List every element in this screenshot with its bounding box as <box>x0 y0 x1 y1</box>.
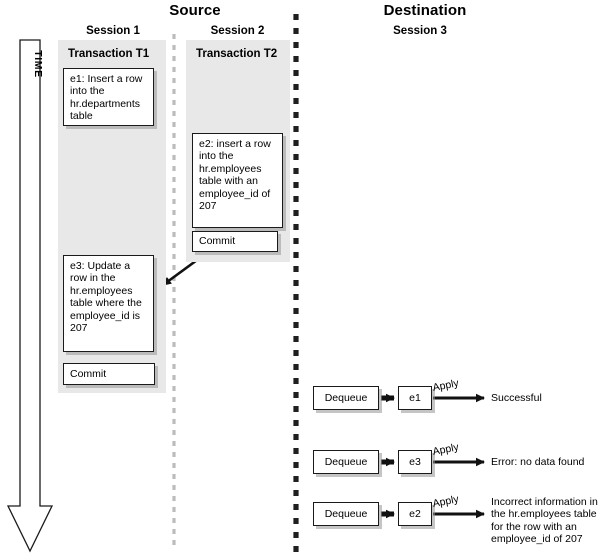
apply-event-box-e3: e3 <box>398 450 432 474</box>
dequeue-box-3: Dequeue <box>313 502 379 526</box>
time-arrow-icon <box>6 39 54 553</box>
time-axis: TIME <box>8 38 50 554</box>
outcome-text-1: Successful <box>491 392 542 404</box>
apply-event-box-e2: e2 <box>398 502 432 526</box>
destination-heading: Destination <box>383 2 467 19</box>
time-axis-label: TIME <box>32 50 44 78</box>
session-3-heading: Session 3 <box>393 25 447 37</box>
dequeue-box-2: Dequeue <box>313 450 379 474</box>
apply-event-box-e1: e1 <box>398 386 432 410</box>
dequeue-box-1: Dequeue <box>313 386 379 410</box>
transaction-t2-title: Transaction T2 <box>196 48 278 60</box>
event-box-e2: e2: insert a row into the hr.employees t… <box>192 133 283 228</box>
session-1-heading: Session 1 <box>86 25 140 37</box>
session-2-heading: Session 2 <box>210 25 265 37</box>
commit-box-t1: Commit <box>63 363 155 385</box>
commit-box-t2: Commit <box>192 231 278 252</box>
outcome-text-3: Incorrect information in the hr.employee… <box>491 496 598 546</box>
event-box-e3: e3: Update a row in the hr.employees tab… <box>63 255 154 352</box>
outcome-text-2: Error: no data found <box>491 456 585 468</box>
event-box-e1: e1: Insert a row into the hr.departments… <box>63 68 154 126</box>
source-heading: Source <box>169 2 221 19</box>
transaction-t1-title: Transaction T1 <box>68 48 150 60</box>
